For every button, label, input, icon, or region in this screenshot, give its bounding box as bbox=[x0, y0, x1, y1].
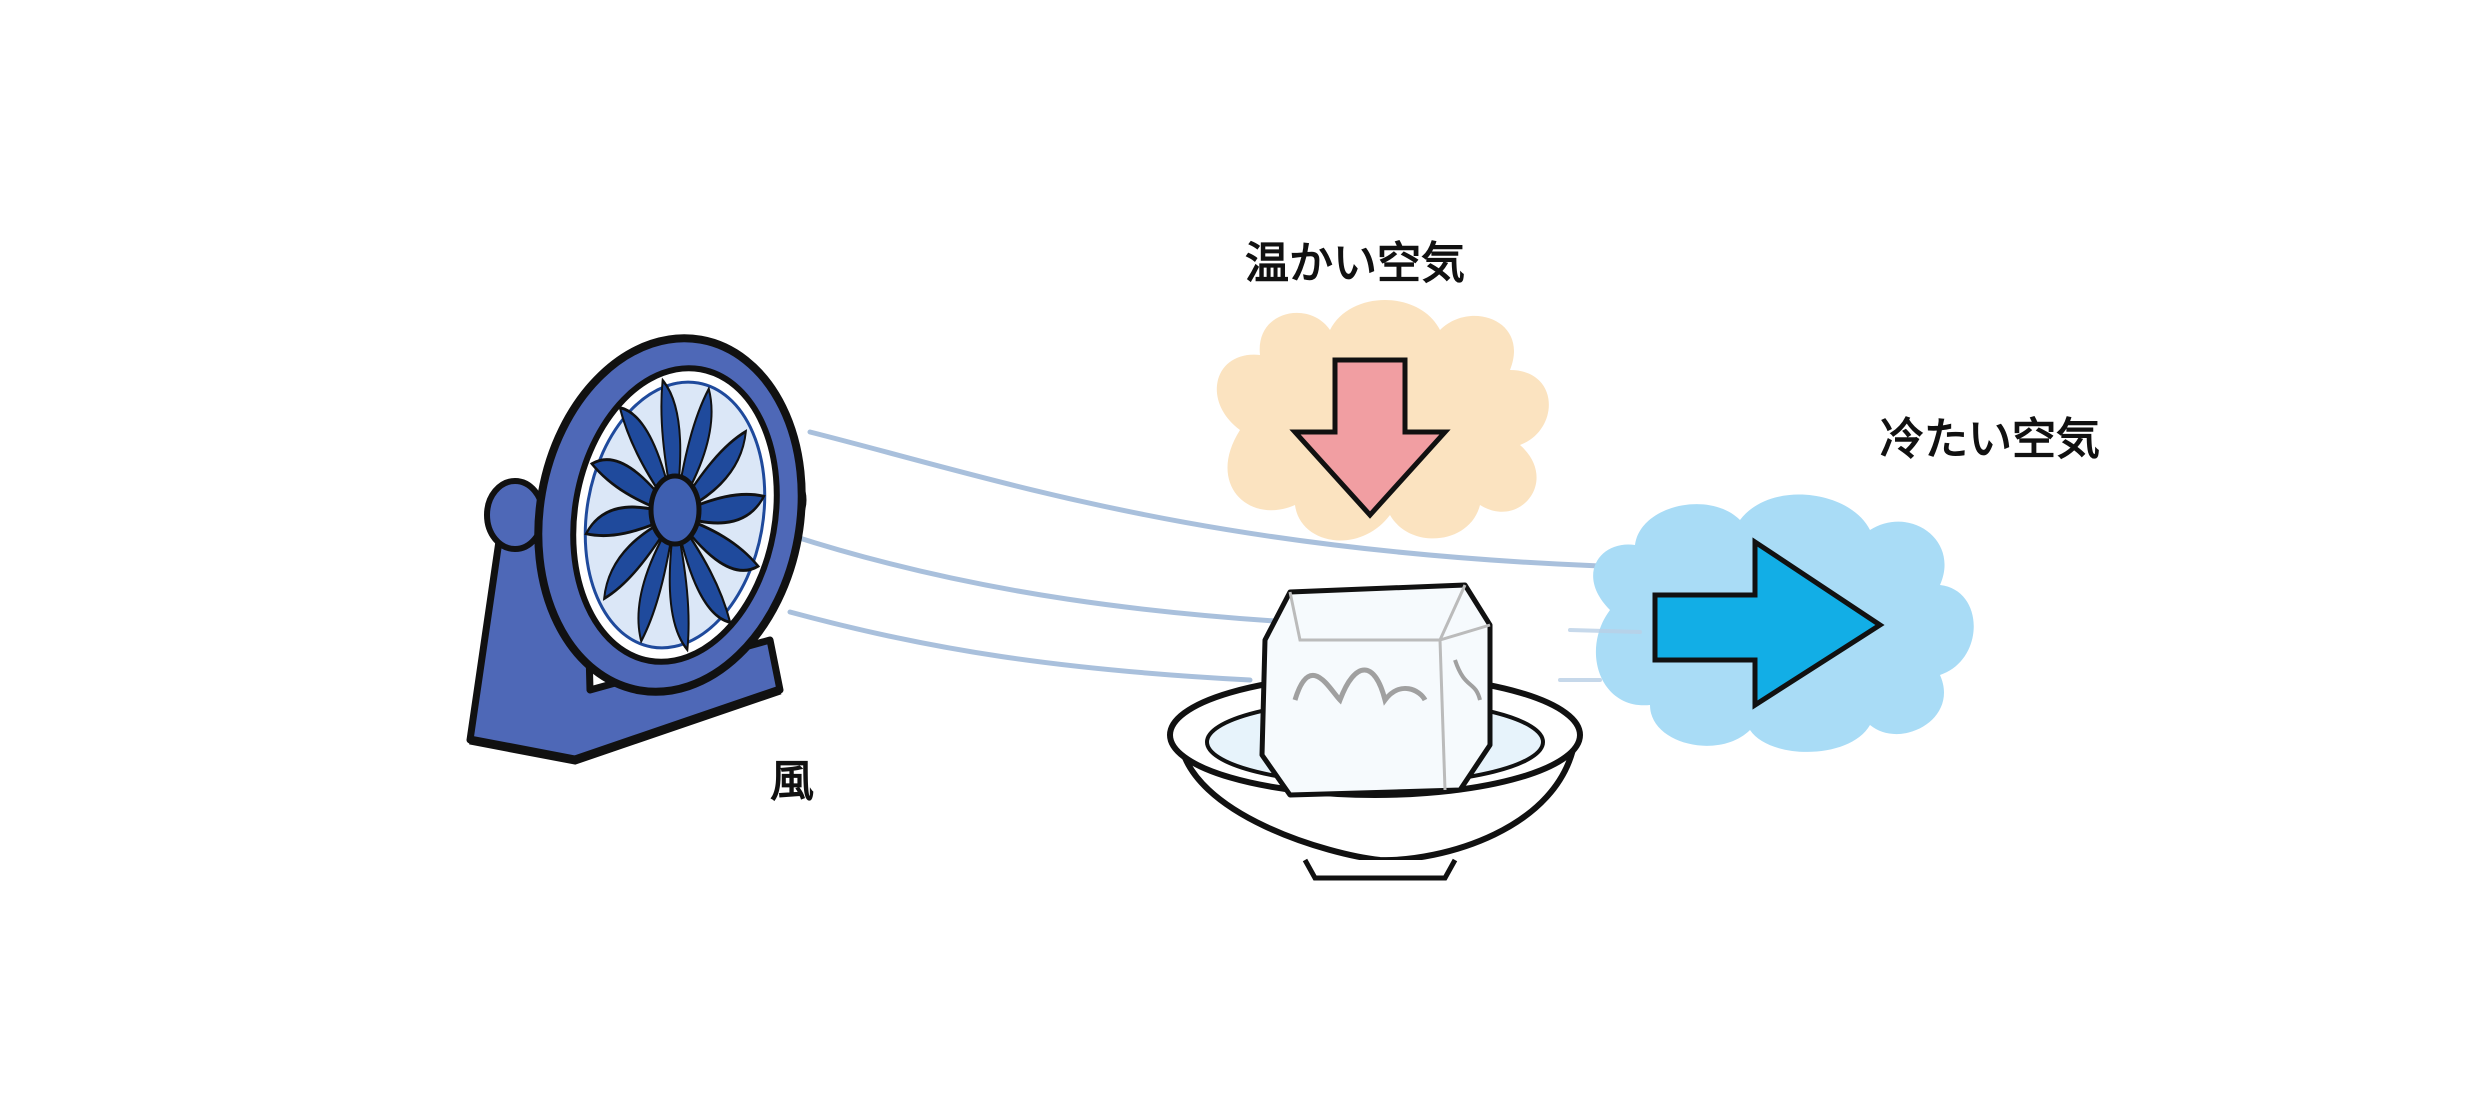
wind-label: 風 bbox=[770, 756, 814, 807]
warm-air-label: 温かい空気 bbox=[1245, 238, 1465, 289]
desk-fan-icon bbox=[466, 334, 807, 765]
right-arrow-icon bbox=[1652, 537, 1885, 710]
ice-cube-icon bbox=[1259, 582, 1493, 798]
cold-air-label: 冷たい空気 bbox=[1880, 414, 2100, 465]
down-arrow-icon bbox=[1289, 357, 1451, 519]
